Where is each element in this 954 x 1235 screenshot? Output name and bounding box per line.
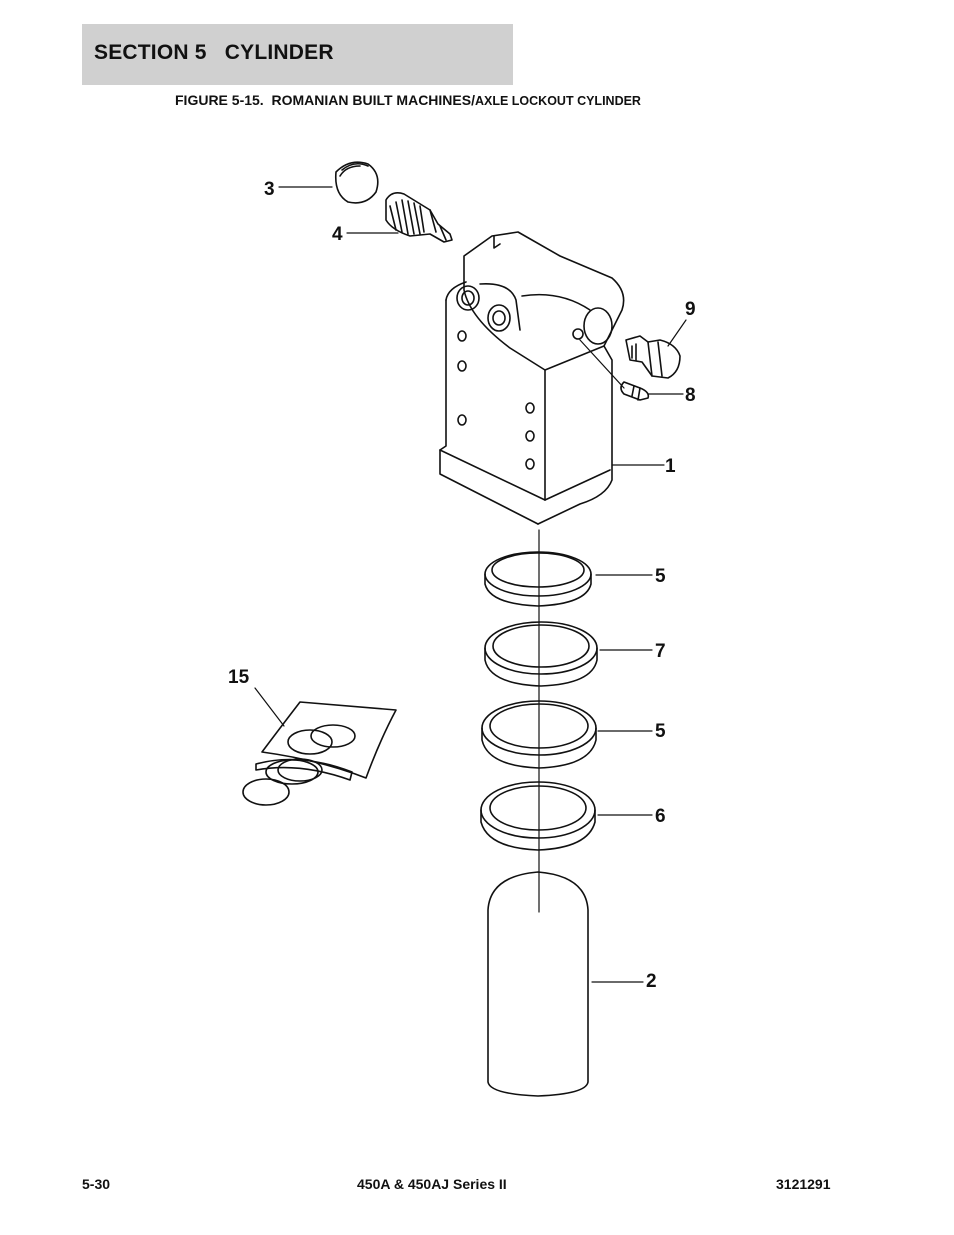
- part-15-seal-kit: [242, 701, 397, 806]
- part-7-ring: [484, 621, 598, 687]
- leader-lines: [254, 186, 687, 983]
- part-9-cartridge: [625, 335, 681, 379]
- callout-2: 2: [646, 971, 657, 992]
- page-number: 5-30: [82, 1176, 111, 1192]
- callout-8: 8: [685, 385, 696, 406]
- section-banner: [82, 24, 513, 85]
- part-1-valve-body: [439, 231, 625, 525]
- callout-6: 6: [655, 806, 666, 827]
- part-2-tube: [487, 871, 589, 1097]
- callout-15: 15: [228, 667, 250, 688]
- part-8-fitting: [620, 381, 650, 401]
- callout-7: 7: [655, 641, 666, 662]
- model-name: 450A & 450AJ Series II: [357, 1176, 507, 1192]
- part-6-ring: [480, 781, 596, 851]
- callout-5-upper: 5: [655, 566, 666, 587]
- section-title: SECTION 5 CYLINDER: [94, 41, 334, 64]
- figure-caption-sub: AXLE LOCKOUT CYLINDER: [474, 94, 641, 108]
- callout-5-lower: 5: [655, 721, 666, 742]
- callout-9: 9: [685, 299, 696, 320]
- part-5-ring-upper: [484, 551, 592, 607]
- part-3-plug: [334, 161, 379, 204]
- part-4-fitting: [385, 192, 453, 243]
- figure-caption: FIGURE 5-15. ROMANIAN BUILT MACHINES/AXL…: [175, 92, 641, 108]
- callout-1: 1: [665, 456, 676, 477]
- callout-4: 4: [332, 224, 343, 245]
- figure-caption-main: FIGURE 5-15. ROMANIAN BUILT MACHINES/: [175, 92, 475, 108]
- callout-3: 3: [264, 179, 275, 200]
- document-number: 3121291: [776, 1176, 831, 1192]
